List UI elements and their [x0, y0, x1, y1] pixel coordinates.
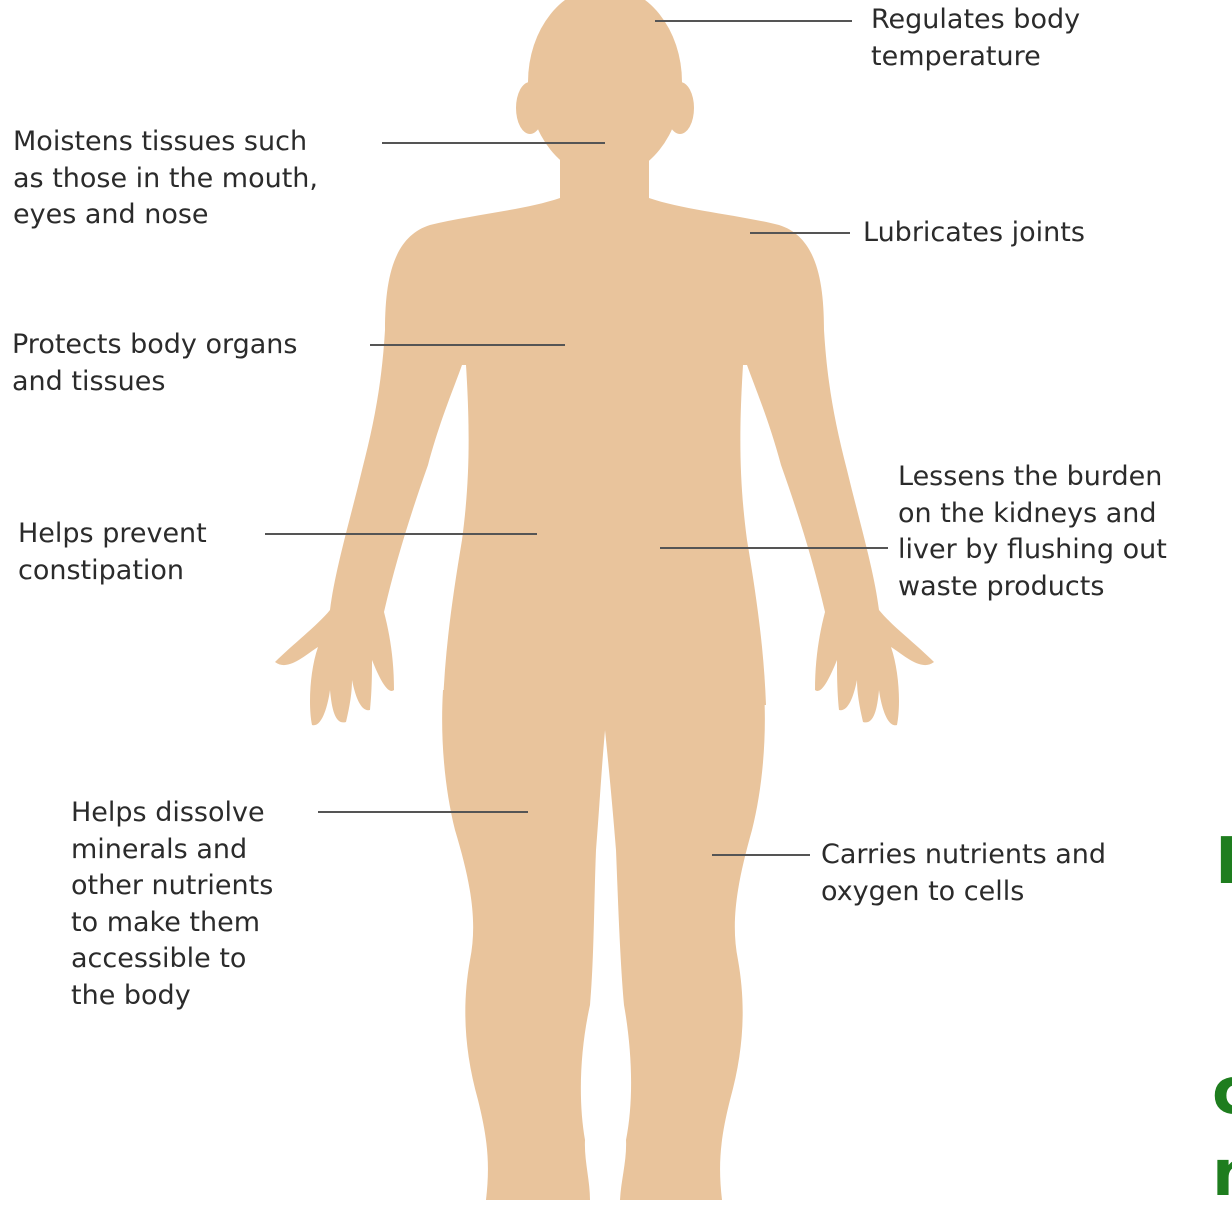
label-line: and tissues — [12, 364, 297, 401]
label-line: Moistens tissues such — [13, 124, 318, 161]
label-line: waste products — [898, 569, 1167, 606]
right-leg — [604, 690, 765, 1200]
label-line: as those in the mouth, — [13, 161, 318, 198]
label-line: the body — [71, 978, 273, 1015]
cropped-text-fragment-middle: c — [1212, 1060, 1232, 1124]
cropped-text-fragment-upper: I — [1215, 830, 1232, 894]
label-line: temperature — [871, 39, 1080, 76]
label-line: other nutrients — [71, 868, 273, 905]
left-leg — [442, 690, 606, 1200]
label-line: Carries nutrients and — [821, 837, 1106, 874]
label-line: on the kidneys and — [898, 496, 1167, 533]
label-line: eyes and nose — [13, 197, 318, 234]
label-line: accessible to — [71, 941, 273, 978]
label-line: liver by flushing out — [898, 532, 1167, 569]
label-lubricates-joints: Lubricates joints — [863, 215, 1085, 252]
label-line: minerals and — [71, 832, 273, 869]
label-line: Lessens the burden — [898, 459, 1167, 496]
label-line: Helps prevent — [18, 516, 207, 553]
label-line: Regulates body — [871, 2, 1080, 39]
label-line: constipation — [18, 553, 207, 590]
label-line: Helps dissolve — [71, 795, 273, 832]
left-ear — [516, 82, 544, 134]
label-line: to make them — [71, 905, 273, 942]
cropped-text-fragment-lower: n — [1212, 1142, 1232, 1206]
human-body-silhouette — [275, 0, 934, 1200]
right-ear — [666, 82, 694, 134]
label-line: oxygen to cells — [821, 874, 1106, 911]
head — [528, 0, 682, 178]
label-line: Lubricates joints — [863, 215, 1085, 252]
torso-and-arms — [275, 155, 934, 725]
label-line: Protects body organs — [12, 327, 297, 364]
